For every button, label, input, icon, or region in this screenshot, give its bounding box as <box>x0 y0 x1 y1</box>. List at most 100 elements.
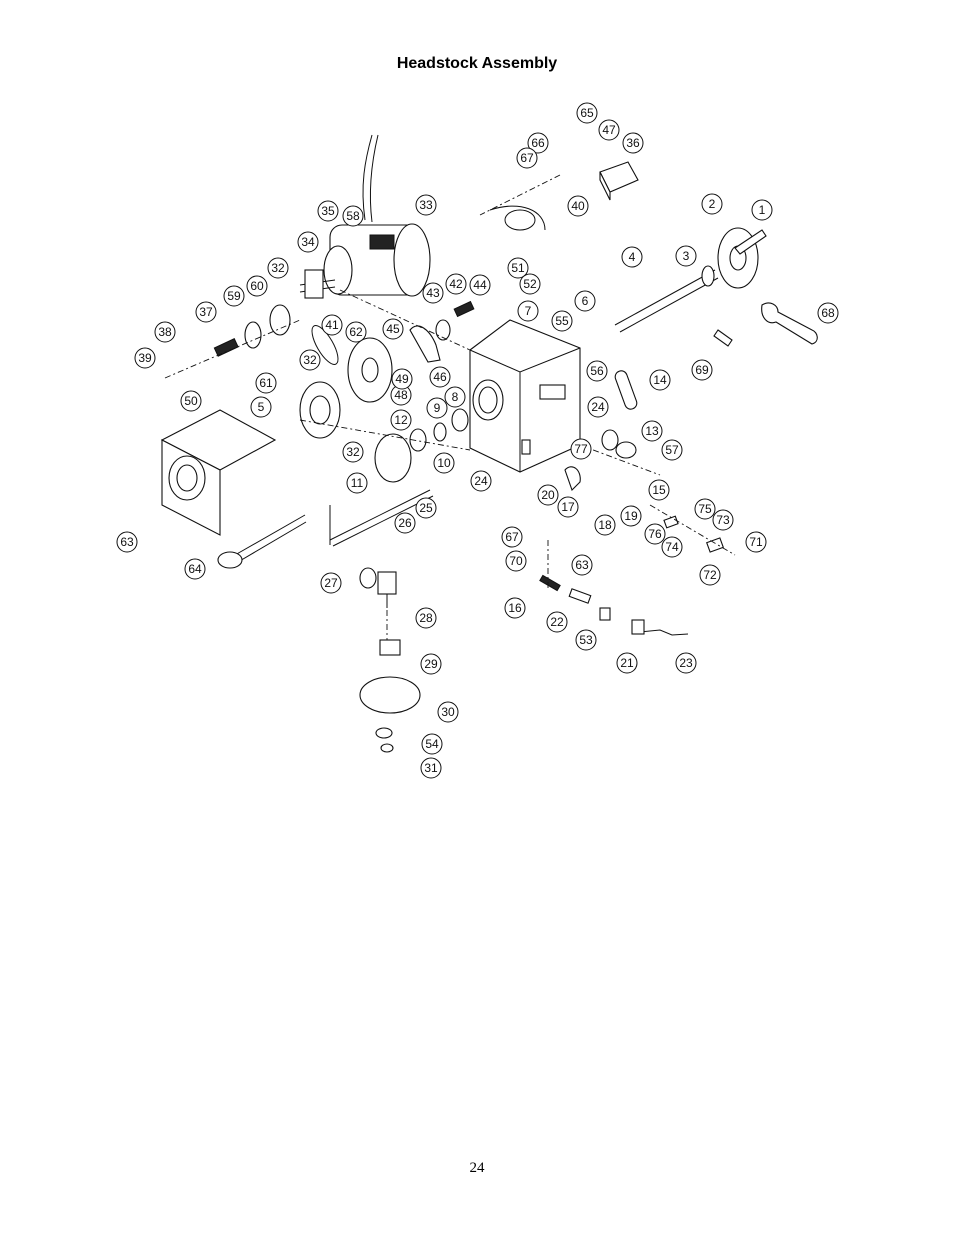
callout-number: 55 <box>555 314 569 328</box>
callout-number: 33 <box>419 198 433 212</box>
callout-number: 23 <box>679 656 693 670</box>
callout-number: 70 <box>509 554 523 568</box>
callout-number: 72 <box>703 568 717 582</box>
callout-73: 73 <box>712 509 734 531</box>
callout-number: 54 <box>425 737 439 751</box>
callout-58: 58 <box>342 205 364 227</box>
callout-18: 18 <box>594 514 616 536</box>
callout-7: 7 <box>517 300 539 322</box>
wrench-part <box>761 302 818 345</box>
callout-number: 26 <box>398 516 412 530</box>
callout-23: 23 <box>675 652 697 674</box>
callout-72: 72 <box>699 564 721 586</box>
callout-number: 36 <box>626 136 640 150</box>
callout-number: 59 <box>227 289 241 303</box>
callout-29: 29 <box>420 653 442 675</box>
callout-24: 24 <box>587 396 609 418</box>
callout-15: 15 <box>648 479 670 501</box>
callout-65: 65 <box>576 102 598 124</box>
callout-number: 60 <box>250 279 264 293</box>
callout-67: 67 <box>516 147 538 169</box>
callout-25: 25 <box>415 497 437 519</box>
callout-20: 20 <box>537 484 559 506</box>
callout-number: 19 <box>624 509 638 523</box>
page-number: 24 <box>469 1160 485 1176</box>
callout-17: 17 <box>557 496 579 518</box>
callout-33: 33 <box>415 194 437 216</box>
callout-59: 59 <box>223 285 245 307</box>
callout-labels: 1234567891011121314151617181920212223242… <box>116 102 839 779</box>
callout-69: 69 <box>691 359 713 381</box>
callout-number: 25 <box>419 501 433 515</box>
callout-66: 66 <box>527 132 549 154</box>
callout-12: 12 <box>390 409 412 431</box>
callout-number: 47 <box>602 123 616 137</box>
parts-drawing <box>160 134 818 753</box>
callout-number: 48 <box>394 388 408 402</box>
callout-number: 4 <box>629 250 636 264</box>
callout-number: 62 <box>349 325 363 339</box>
callout-16: 16 <box>504 597 526 619</box>
callout-67: 67 <box>501 526 523 548</box>
callout-74: 74 <box>661 536 683 558</box>
callout-30: 30 <box>437 701 459 723</box>
callout-number: 18 <box>598 518 612 532</box>
handwheel-base-part <box>359 676 421 714</box>
spindle-part <box>614 265 719 333</box>
headstock-housing-part <box>469 319 581 473</box>
callout-number: 63 <box>120 535 134 549</box>
page-title: Headstock Assembly <box>396 55 558 72</box>
callout-2: 2 <box>701 193 723 215</box>
callout-number: 77 <box>574 442 588 456</box>
callout-13: 13 <box>641 420 663 442</box>
callout-number: 67 <box>520 151 534 165</box>
callout-number: 9 <box>434 401 441 415</box>
callout-61: 61 <box>255 372 277 394</box>
callout-14: 14 <box>649 369 671 391</box>
callout-76: 76 <box>644 523 666 545</box>
callout-63: 63 <box>116 531 138 553</box>
callout-5: 5 <box>250 396 272 418</box>
callout-64: 64 <box>184 558 206 580</box>
callout-number: 64 <box>188 562 202 576</box>
callout-10: 10 <box>433 452 455 474</box>
callout-number: 75 <box>698 502 712 516</box>
callout-54: 54 <box>421 733 443 755</box>
callout-number: 67 <box>505 530 519 544</box>
callout-number: 51 <box>511 261 525 275</box>
callout-number: 73 <box>716 513 730 527</box>
callout-40: 40 <box>567 195 589 217</box>
callout-number: 16 <box>508 601 522 615</box>
callout-number: 30 <box>441 705 455 719</box>
callout-number: 35 <box>321 204 335 218</box>
callout-49: 49 <box>391 368 413 390</box>
callout-number: 43 <box>426 286 440 300</box>
callout-42: 42 <box>445 273 467 295</box>
callout-number: 17 <box>561 500 575 514</box>
callout-4: 4 <box>621 246 643 268</box>
callout-11: 11 <box>346 472 368 494</box>
drawbar-part <box>734 229 767 255</box>
callout-27: 27 <box>320 572 342 594</box>
callout-number: 63 <box>575 558 589 572</box>
callout-19: 19 <box>620 505 642 527</box>
callout-44: 44 <box>469 274 491 296</box>
callout-62: 62 <box>345 321 367 343</box>
callout-number: 46 <box>433 370 447 384</box>
callout-number: 10 <box>437 456 451 470</box>
callout-31: 31 <box>420 757 442 779</box>
callout-number: 32 <box>346 445 360 459</box>
callout-36: 36 <box>622 132 644 154</box>
callout-57: 57 <box>661 439 683 461</box>
callout-number: 2 <box>709 197 716 211</box>
callout-number: 76 <box>648 527 662 541</box>
callout-number: 15 <box>652 483 666 497</box>
callout-number: 42 <box>449 277 463 291</box>
callout-number: 21 <box>620 656 634 670</box>
callout-number: 57 <box>665 443 679 457</box>
belt-cover-part <box>160 409 277 536</box>
callout-39: 39 <box>134 347 156 369</box>
callout-3: 3 <box>675 245 697 267</box>
callout-1: 1 <box>751 199 773 221</box>
callout-52: 52 <box>519 273 541 295</box>
